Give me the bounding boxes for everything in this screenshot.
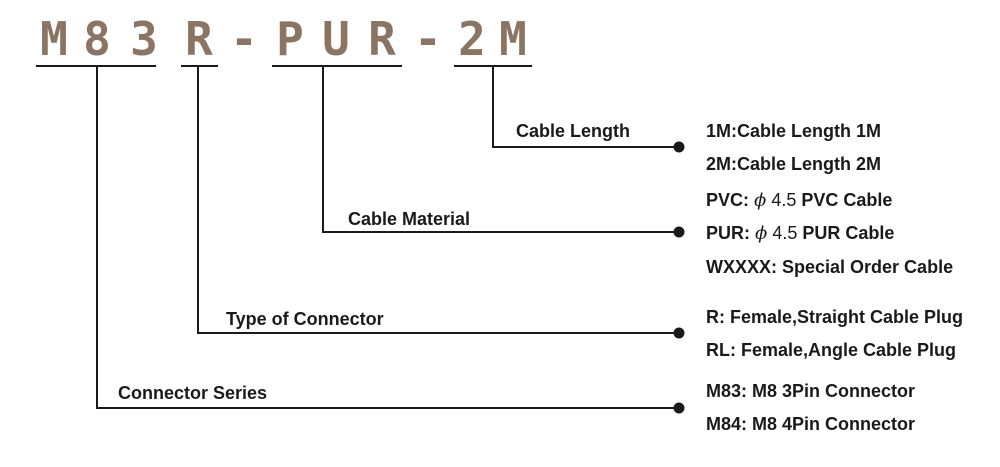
code-char-2: 2 [458,12,486,66]
pvc-prefix: PVC: [706,190,750,210]
option-pur: PUR: ϕ 4.5 PUR Cable [706,222,894,245]
code-char-u: U [322,12,350,66]
code-char-m: M [40,12,68,66]
path-cable-material [322,66,678,233]
dot-cable-length [673,141,685,153]
code-char-m2: M [499,12,527,66]
code-char-8: 8 [83,12,111,66]
dot-connector-series [673,402,685,414]
path-connector-series [96,66,678,409]
code-char-r: R [185,12,213,66]
option-connector-r: R: Female,Straight Cable Plug [706,307,964,327]
label-cable-length: Cable Length [516,121,631,141]
label-type-of-connector: Type of Connector [226,309,384,329]
dot-connector-type [673,327,685,339]
option-series-m83: M83: M8 3Pin Connector [706,381,916,401]
pvc-suffix: PVC Cable [801,190,893,210]
dot-cable-material [673,226,685,238]
pur-diameter: 4.5 [772,223,798,243]
path-connector-type [197,66,678,334]
pur-suffix: PUR Cable [802,223,895,243]
path-cable-length [492,66,678,148]
option-connector-rl: RL: Female,Angle Cable Plug [706,340,957,360]
code-char-p: P [276,12,304,66]
label-cable-material: Cable Material [348,209,471,229]
diameter-symbol: ϕ [755,223,768,244]
option-special: WXXXX: Special Order Cable [706,257,954,277]
pur-prefix: PUR: [706,223,750,243]
code-char-dash-1: - [230,12,258,66]
code-char-3: 3 [130,12,158,66]
option-length-2m: 2M:Cable Length 2M [706,154,882,174]
diameter-symbol: ϕ [754,190,767,211]
option-length-1m: 1M:Cable Length 1M [706,121,882,141]
label-connector-series: Connector Series [118,383,268,403]
code-char-r2: R [368,12,396,66]
code-char-dash-2: - [414,12,442,66]
option-series-m84: M84: M8 4Pin Connector [706,414,916,434]
pvc-diameter: 4.5 [771,190,797,210]
option-pvc: PVC: ϕ 4.5 PVC Cable [706,189,892,212]
